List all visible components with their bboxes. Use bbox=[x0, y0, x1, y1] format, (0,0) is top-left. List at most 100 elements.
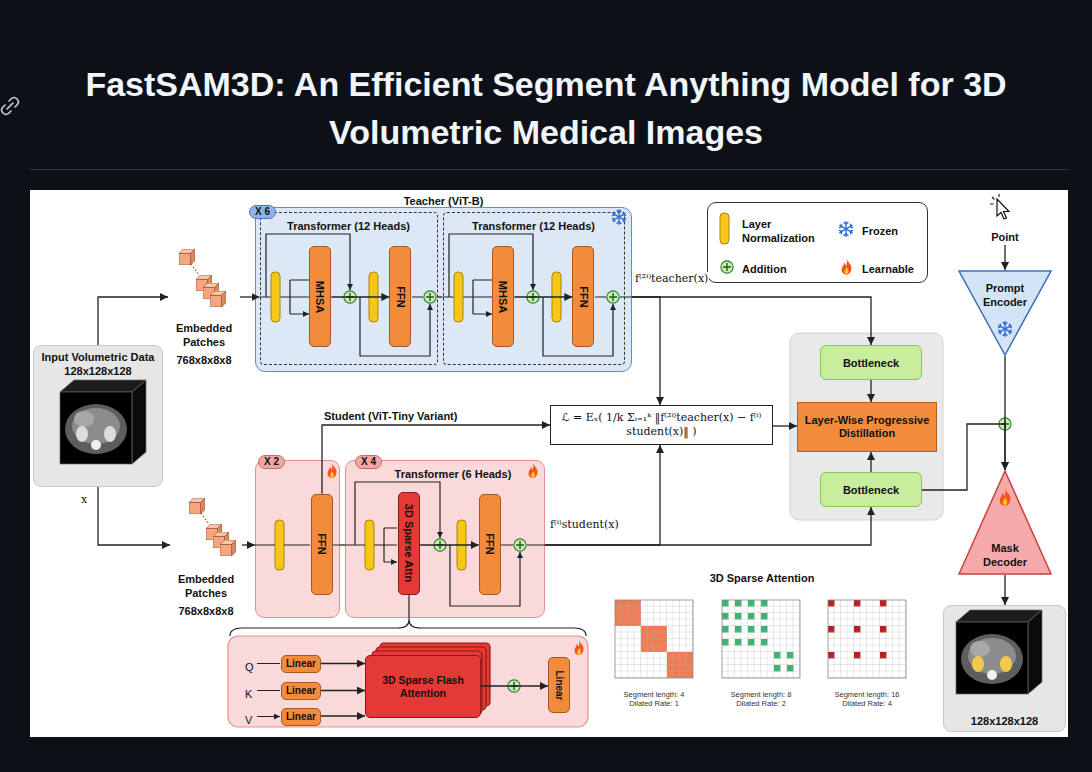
student-wiring bbox=[230, 482, 586, 717]
patch-cubes bbox=[213, 532, 229, 548]
connector-arrow bbox=[632, 297, 660, 405]
distillation-block: Layer-Wise Progressive Distillation bbox=[797, 402, 937, 452]
embedded-patches-label: 768x8x8x8 bbox=[178, 605, 233, 617]
connector-arrow bbox=[331, 296, 389, 297]
addition-symbol bbox=[508, 680, 520, 692]
patch-cubes bbox=[201, 513, 209, 524]
attention-pattern bbox=[722, 600, 800, 678]
connector-arrow bbox=[240, 296, 260, 297]
edge-label-holder: f⁽ⁱ⁾student(x) bbox=[549, 514, 620, 532]
bottleneck: Bottleneck bbox=[820, 472, 922, 507]
diagram-label: Dilated Rate: 4 bbox=[842, 699, 892, 708]
repeat-badge: X 4 bbox=[355, 455, 382, 469]
attention-pattern bbox=[722, 600, 800, 678]
cursor-icon bbox=[997, 199, 1009, 219]
layer-norm-bar bbox=[271, 272, 280, 322]
label-holder: 3D Sparse Attention bbox=[692, 568, 832, 586]
label-holder: V bbox=[245, 710, 252, 728]
connector-arrow bbox=[773, 425, 797, 426]
teacher-wiring bbox=[473, 280, 492, 314]
diagram-label: K bbox=[245, 688, 252, 700]
layer-norm-bar bbox=[457, 520, 466, 570]
patch-cubes bbox=[189, 498, 205, 514]
point-prompt-label: Point bbox=[991, 231, 1019, 243]
text-holder: Mask Decoder bbox=[970, 540, 1040, 568]
student-wiring bbox=[450, 545, 520, 606]
teacher-wiring bbox=[260, 280, 423, 314]
legend-text: Addition bbox=[742, 263, 787, 275]
diagram-label: Q bbox=[245, 661, 254, 673]
connector-arrow bbox=[420, 544, 479, 545]
legend-holder: Learnable bbox=[862, 261, 914, 275]
ct-volume bbox=[91, 440, 101, 450]
text-holder: 768x8x8x8 bbox=[162, 601, 250, 619]
loss-formula: ℒ = Eₓ( 1/k Σᵢ₌₁ᵏ ‖f⁽²ⁱ⁾teacher(x) − f⁽ⁱ… bbox=[550, 405, 773, 445]
text-holder: Embedded Patches bbox=[160, 320, 248, 348]
ffn-block-label: FFN bbox=[484, 534, 496, 555]
figure-panel bbox=[30, 190, 1068, 737]
patch-cubes bbox=[191, 264, 199, 275]
legend-text: Layer Normalization bbox=[742, 218, 815, 244]
ct-volume bbox=[60, 392, 132, 464]
learnable-icon bbox=[328, 463, 337, 478]
cursor-icon bbox=[990, 194, 1009, 219]
attention-pattern bbox=[641, 626, 667, 652]
attention-pattern bbox=[667, 652, 693, 678]
mask-decoder: Mask Decoder bbox=[958, 470, 1052, 575]
embedded-patches-label: Embedded Patches bbox=[178, 573, 234, 599]
edge-label: f⁽²ⁱ⁾teacher(x) bbox=[634, 272, 709, 285]
student-wiring bbox=[230, 620, 586, 636]
patch-cubes bbox=[203, 283, 219, 299]
title-rule bbox=[30, 169, 1068, 170]
transformer-block: Transformer (12 Heads)MHSAFFN bbox=[443, 212, 625, 365]
learnable-icon bbox=[529, 463, 538, 478]
distillation-panel bbox=[790, 333, 943, 520]
edge-label: f⁽ⁱ⁾student(x) bbox=[549, 518, 620, 531]
distillation-block-label: Layer-Wise Progressive Distillation bbox=[798, 414, 936, 440]
mhsa-block: MHSA bbox=[492, 246, 514, 347]
attention-pattern bbox=[722, 600, 774, 652]
attention-pattern bbox=[615, 600, 693, 678]
linear-layer-label: Linear bbox=[286, 711, 316, 723]
text-holder: X 4 bbox=[355, 451, 382, 469]
transformer-block-label: Transformer (12 Heads) bbox=[472, 220, 595, 232]
bottleneck-label: Bottleneck bbox=[843, 357, 899, 369]
output-mask: 128x128x128 bbox=[943, 605, 1066, 732]
connector-arrow bbox=[98, 297, 168, 345]
connector-arrow bbox=[545, 507, 871, 545]
patch-cubes bbox=[196, 275, 212, 291]
label-holder: Segment length: 16 bbox=[822, 683, 912, 701]
flash-attention-block: 3D Sparse Flash Attention bbox=[365, 655, 481, 718]
segmented-volume bbox=[1000, 656, 1012, 672]
repeat-badge: X 6 bbox=[249, 205, 276, 219]
label-holder: Student (ViT-Tiny Variant) bbox=[324, 406, 457, 424]
learnable-icon bbox=[575, 640, 584, 655]
legend-text: Learnable bbox=[862, 263, 914, 275]
ct-volume bbox=[76, 426, 88, 442]
title-holder: FastSAM3D: An Efficient Segment Anything… bbox=[20, 60, 1072, 156]
student-stage: X 4Transformer (6 Heads)3D Sparse AttnFF… bbox=[345, 460, 545, 618]
ffn-block: FFN bbox=[479, 494, 501, 595]
flash-attention-block-label: 3D Sparse Flash Attention bbox=[366, 674, 480, 700]
embedded-patches-label: Embedded Patches bbox=[176, 322, 232, 348]
prompt-encoder-shape bbox=[959, 271, 1051, 355]
legend-text: Frozen bbox=[862, 225, 898, 237]
linear-layer: Linear bbox=[281, 708, 321, 726]
ffn-block-label: FFN bbox=[316, 534, 328, 555]
connector-arrow bbox=[98, 487, 170, 545]
transformer-block-label: Transformer (12 Heads) bbox=[287, 220, 410, 232]
addition-symbol bbox=[607, 291, 619, 303]
frozen-icon bbox=[612, 210, 1011, 336]
attention-detail-panel bbox=[228, 636, 588, 727]
mhsa-block-label: MHSA bbox=[314, 281, 326, 313]
prompt-encoder-label: Prompt Encoder bbox=[983, 282, 1027, 308]
linear-layer: Linear bbox=[548, 657, 570, 713]
student-stage-label: Transformer (6 Heads) bbox=[395, 468, 512, 480]
text-holder: Input Volumetric Data 128x128x128 bbox=[37, 349, 159, 377]
input-volume-label: Input Volumetric Data 128x128x128 bbox=[42, 351, 155, 377]
text-holder: X 2 bbox=[258, 451, 285, 469]
ct-volume bbox=[132, 380, 146, 464]
text-holder: 128x128x128 bbox=[944, 711, 1065, 729]
ct-volume bbox=[72, 408, 120, 444]
